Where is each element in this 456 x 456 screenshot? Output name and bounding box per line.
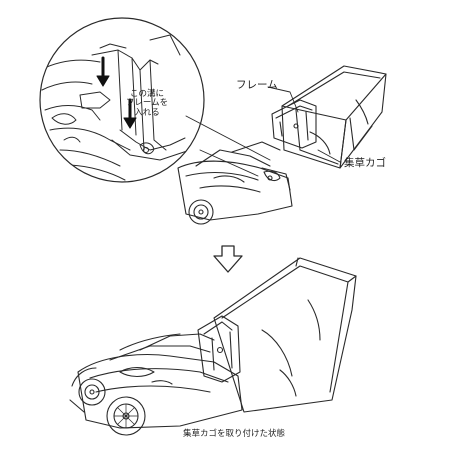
groove-instruction-label: この溝に フレームを 入れる	[117, 89, 177, 118]
detail-magnifier	[39, 17, 205, 183]
mower-middle	[177, 141, 293, 225]
grass-basket-separate	[271, 65, 387, 169]
hollow-down-arrow-icon	[213, 245, 243, 273]
caption-label: 集草カゴを取り付けた状態	[183, 429, 286, 439]
mower-assembled	[69, 257, 357, 436]
frame-label: フレーム	[236, 79, 278, 91]
grass-basket-label: 集草カゴ	[344, 157, 386, 169]
groove-instruction-line-1: この溝に	[129, 89, 164, 99]
groove-instruction-line-2: フレームを	[125, 98, 169, 109]
groove-instruction-line-3: 入れる	[134, 107, 160, 118]
down-arrow-icon	[96, 56, 137, 129]
